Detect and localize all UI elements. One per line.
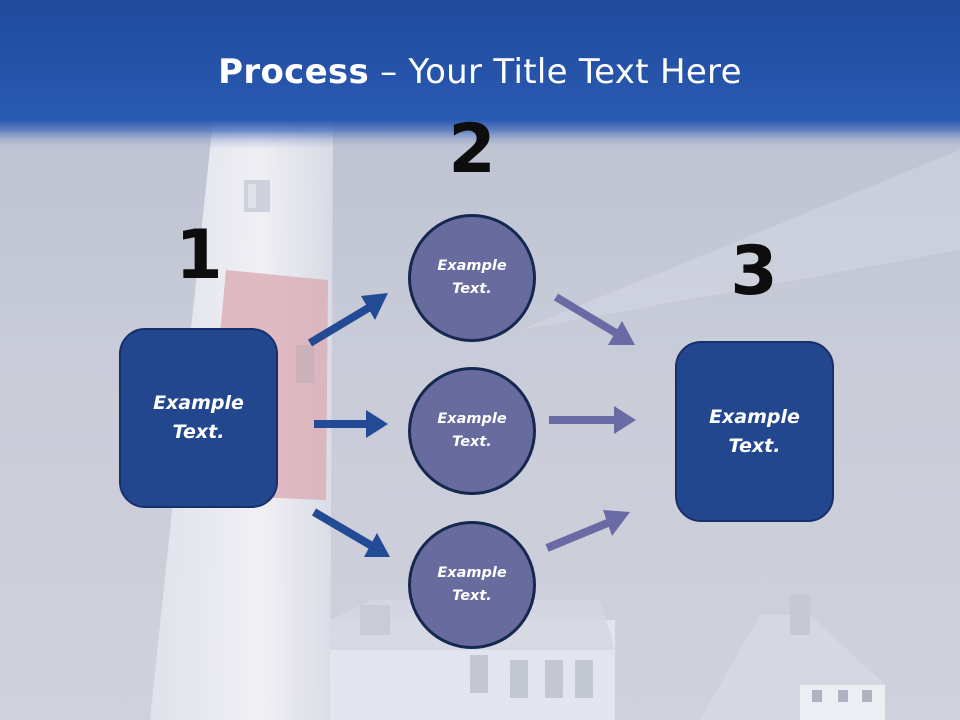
- step-number-3: 3: [730, 232, 778, 311]
- circle-middle: Example Text.: [408, 367, 536, 495]
- circle-bottom: Example Text.: [408, 521, 536, 649]
- arrow-right-up: [545, 510, 630, 552]
- arrow-left-down: [311, 508, 390, 557]
- arrow-left-up: [307, 293, 388, 347]
- step-3-text: Example Text.: [709, 405, 800, 457]
- circle-top-text: Example Text.: [437, 258, 507, 297]
- arrow-left-middle: [314, 410, 388, 438]
- title-rest: – Your Title Text Here: [369, 52, 742, 92]
- title-bold: Process: [218, 52, 370, 92]
- arrow-right-down: [553, 293, 635, 345]
- arrow-right-middle: [549, 406, 636, 434]
- title-bar: [0, 0, 960, 150]
- step-1-text: Example Text.: [153, 392, 244, 443]
- circle-bottom-text: Example Text.: [437, 565, 507, 604]
- step-number-1: 1: [175, 216, 223, 295]
- step-1-box: Example Text.: [119, 328, 278, 508]
- step-number-2: 2: [448, 110, 496, 189]
- circle-top: Example Text.: [408, 214, 536, 342]
- step-3-box: Example Text.: [675, 341, 834, 522]
- slide-title: Process – Your Title Text Here: [0, 52, 960, 92]
- circle-middle-text: Example Text.: [437, 411, 507, 450]
